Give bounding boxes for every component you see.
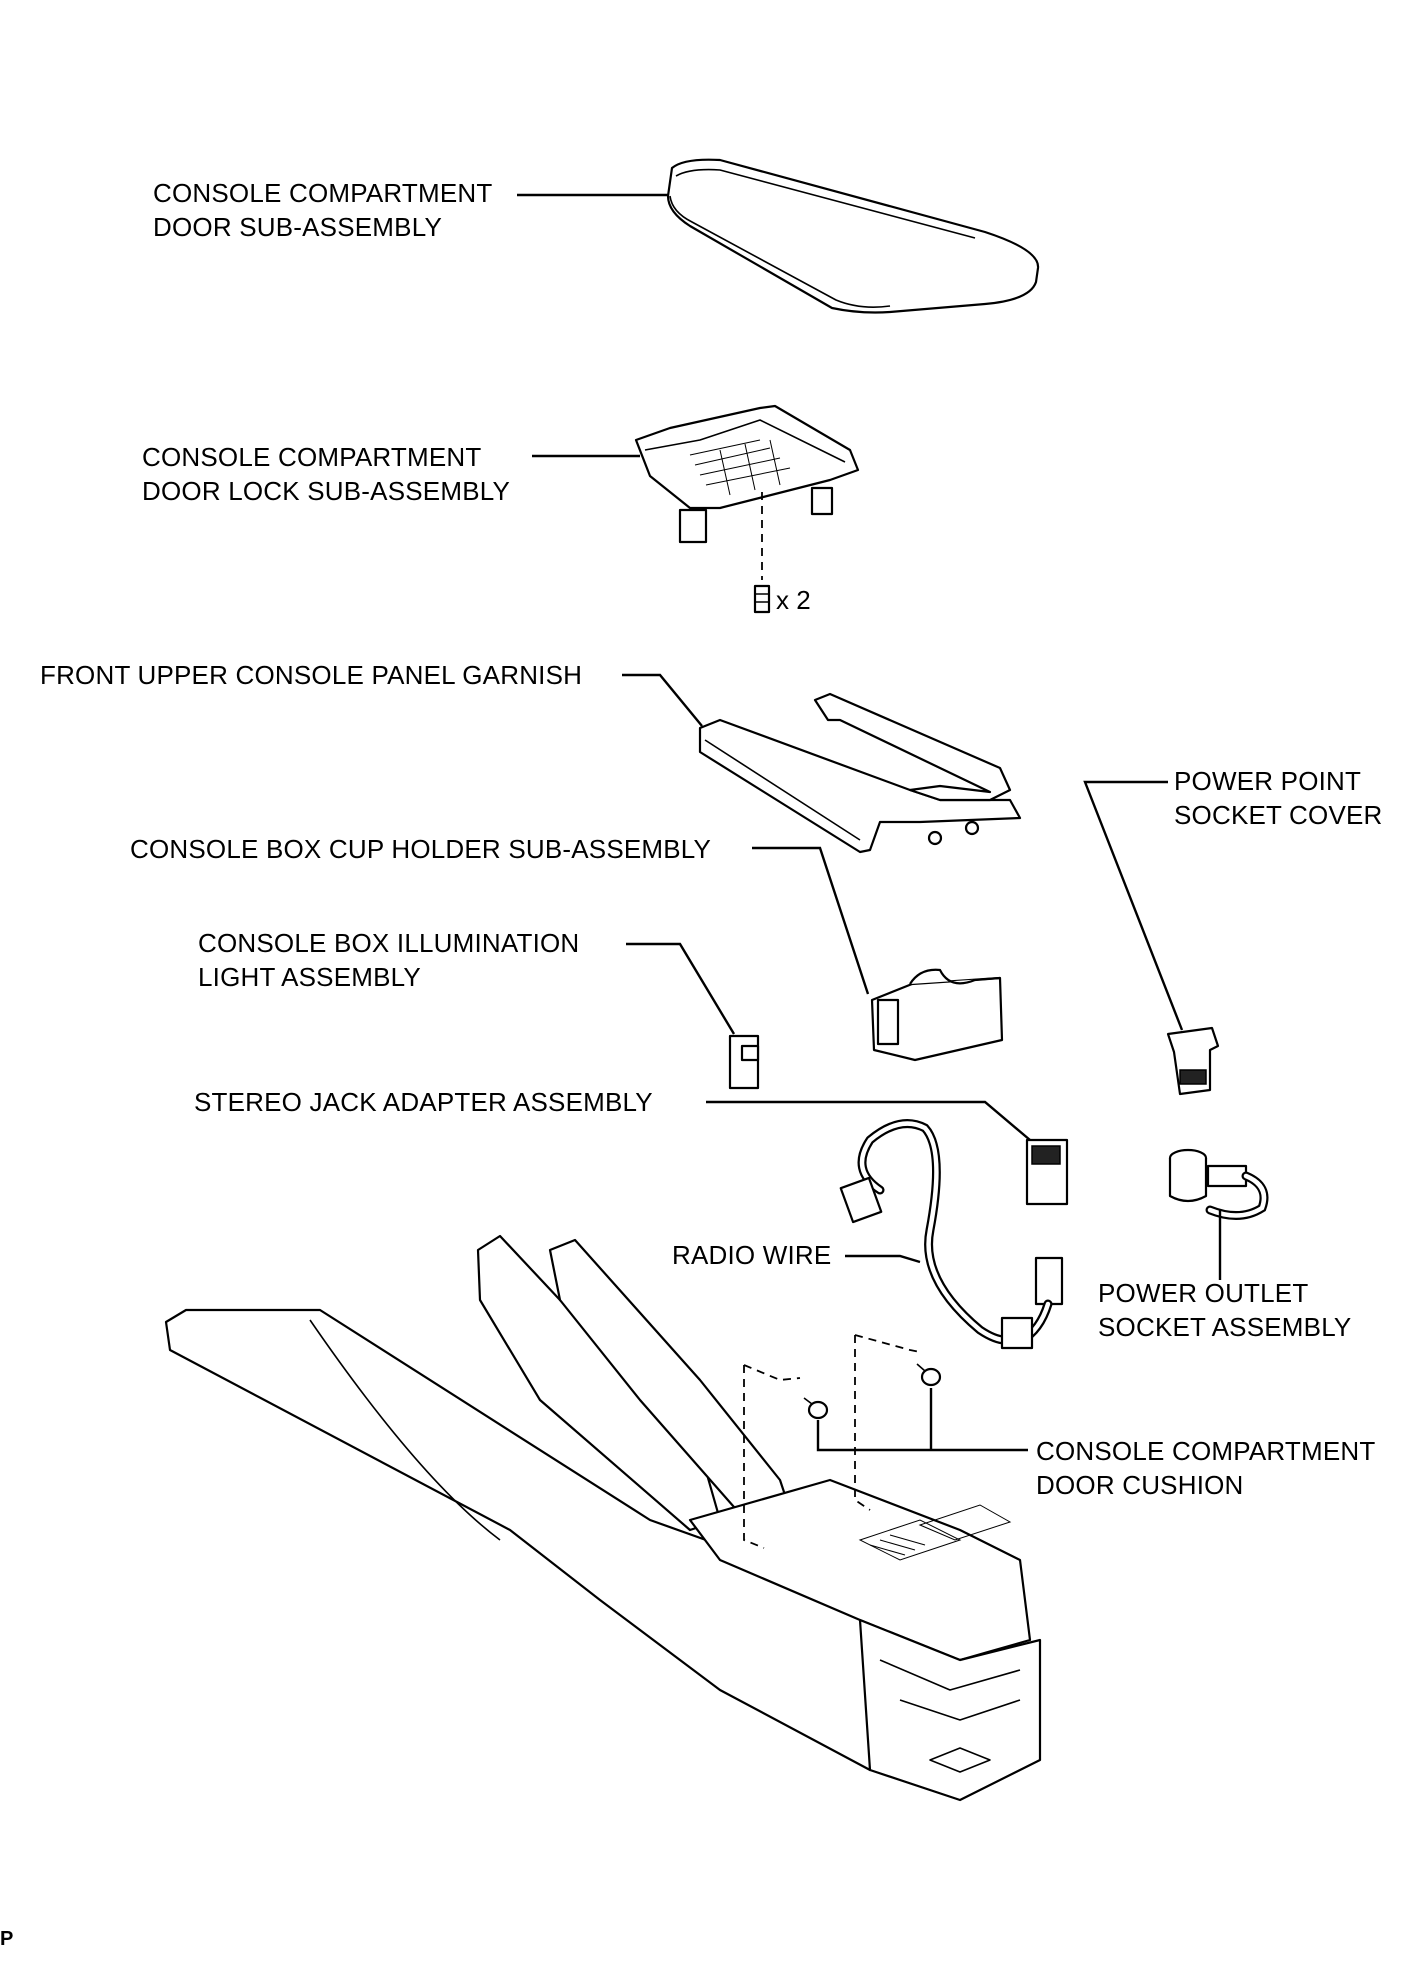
label-line-1: POWER OUTLET: [1098, 1278, 1309, 1308]
label-line-1: FRONT UPPER CONSOLE PANEL GARNISH: [40, 660, 583, 690]
label-door-lock: CONSOLE COMPARTMENT DOOR LOCK SUB-ASSEMB…: [142, 440, 510, 508]
label-line-2: LIGHT ASSEMBLY: [198, 962, 421, 992]
leader-lines: [517, 193, 1222, 1452]
label-radio-wire: RADIO WIRE: [672, 1238, 831, 1272]
label-line-2: DOOR SUB-ASSEMBLY: [153, 212, 442, 242]
label-cup-holder: CONSOLE BOX CUP HOLDER SUB-ASSEMBLY: [130, 832, 711, 866]
label-line-2: DOOR CUSHION: [1036, 1470, 1244, 1500]
door-lock-part: [634, 404, 860, 544]
label-line-1: CONSOLE COMPARTMENT: [1036, 1436, 1376, 1466]
label-console-compartment-door: CONSOLE COMPARTMENT DOOR SUB-ASSEMBLY: [153, 176, 492, 244]
label-line-1: CONSOLE BOX ILLUMINATION: [198, 928, 580, 958]
label-line-1: POWER POINT: [1174, 766, 1362, 796]
label-stereo-jack: STEREO JACK ADAPTER ASSEMBLY: [194, 1085, 653, 1119]
corner-mark: P: [0, 1928, 14, 1950]
label-power-point-socket-cover: POWER POINT SOCKET COVER: [1174, 764, 1383, 832]
power-outlet-socket-part: [1168, 1148, 1269, 1220]
label-line-2: SOCKET ASSEMBLY: [1098, 1312, 1352, 1342]
stereo-jack-part: [1025, 1138, 1069, 1206]
label-line-1: CONSOLE BOX CUP HOLDER SUB-ASSEMBLY: [130, 834, 712, 864]
label-power-outlet-socket: POWER OUTLET SOCKET ASSEMBLY: [1098, 1276, 1351, 1344]
screw-quantity: x 2: [776, 585, 811, 615]
cup-holder-part: [870, 968, 1004, 1062]
label-line-1: CONSOLE COMPARTMENT: [153, 178, 493, 208]
label-line-1: CONSOLE COMPARTMENT: [142, 442, 482, 472]
label-line-1: RADIO WIRE: [672, 1240, 832, 1270]
label-line-1: STEREO JACK ADAPTER ASSEMBLY: [194, 1087, 653, 1117]
door-cushion-parts: [743, 1334, 942, 1549]
illumination-light-part: [728, 1034, 760, 1090]
console-box-part: [164, 1234, 1042, 1802]
label-line-2: SOCKET COVER: [1174, 800, 1383, 830]
label-line-2: DOOR LOCK SUB-ASSEMBLY: [142, 476, 511, 506]
label-illumination-light: CONSOLE BOX ILLUMINATION LIGHT ASSEMBLY: [198, 926, 579, 994]
radio-wire-part: [839, 1119, 1064, 1350]
console-compartment-door-part: [666, 158, 1040, 314]
label-garnish: FRONT UPPER CONSOLE PANEL GARNISH: [40, 658, 582, 692]
power-point-socket-cover-part: [1166, 1026, 1220, 1096]
front-upper-console-garnish-part: [698, 692, 1022, 854]
label-door-cushion: CONSOLE COMPARTMENT DOOR CUSHION: [1036, 1434, 1375, 1502]
screw-part: [753, 492, 771, 614]
